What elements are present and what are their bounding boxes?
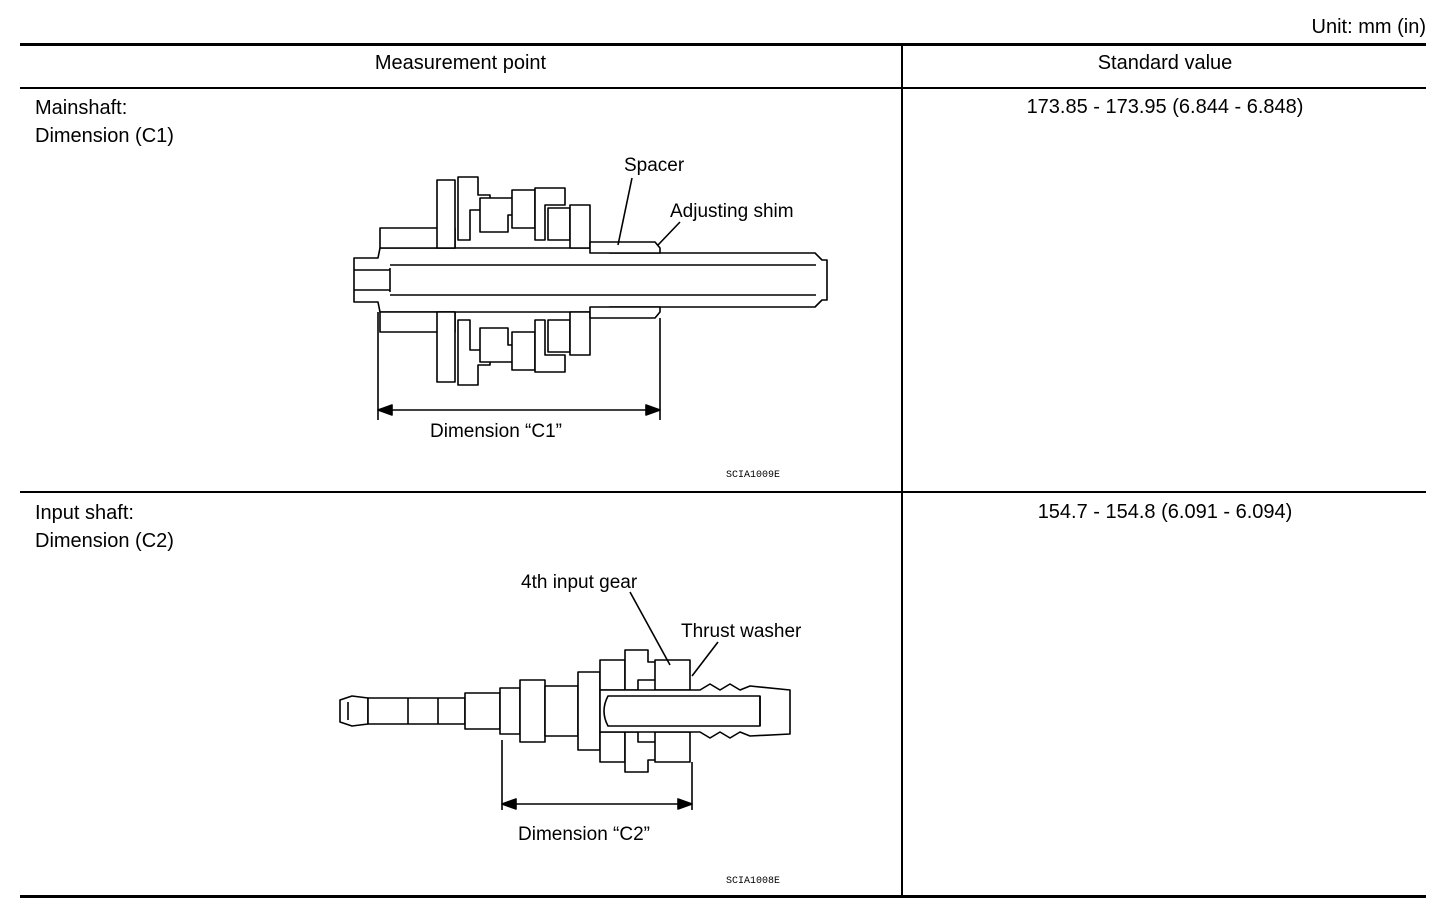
callout-spacer: Spacer	[624, 155, 685, 176]
row1-label: Mainshaft: Dimension (C1)	[35, 94, 174, 150]
row2-part-name: Input shaft:	[35, 502, 134, 524]
callout-thrust-washer: Thrust washer	[681, 621, 802, 642]
column-divider	[901, 45, 903, 896]
row2-dimension-name: Dimension (C2)	[35, 530, 174, 552]
row-divider	[20, 491, 1426, 493]
figure-code-1: SCIA1009E	[726, 470, 780, 481]
row2-label: Input shaft: Dimension (C2)	[35, 499, 174, 555]
row1-part-name: Mainshaft:	[35, 97, 128, 119]
header-standard-value: Standard value	[1097, 52, 1233, 74]
header-measurement-point: Measurement point	[374, 52, 547, 74]
callout-dimension-c1: Dimension “C1”	[430, 421, 562, 442]
header-rule	[20, 87, 1426, 89]
unit-label: Unit: mm (in)	[1311, 16, 1426, 38]
callout-adjusting-shim: Adjusting shim	[670, 201, 794, 222]
callout-dimension-c2: Dimension “C2”	[518, 824, 650, 845]
row1-standard-value: 173.85 - 173.95 (6.844 - 6.848)	[1026, 96, 1304, 118]
figure-code-2: SCIA1008E	[726, 876, 780, 887]
table-top-rule	[20, 43, 1426, 46]
table-bottom-rule	[20, 895, 1426, 898]
row2-standard-value: 154.7 - 154.8 (6.091 - 6.094)	[1037, 501, 1293, 523]
row1-dimension-name: Dimension (C1)	[35, 125, 174, 147]
callout-4th-input-gear: 4th input gear	[521, 572, 638, 593]
